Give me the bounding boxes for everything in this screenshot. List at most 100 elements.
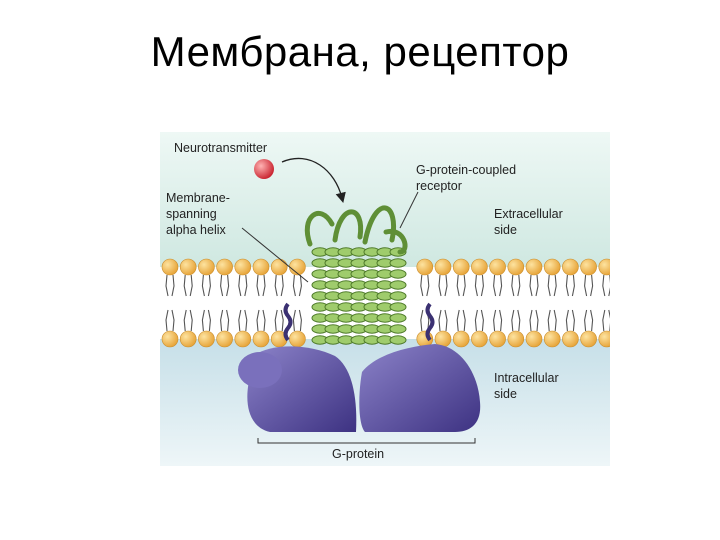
lipid-tail — [529, 274, 539, 297]
lipid-tail — [547, 274, 557, 297]
lipid-head — [525, 330, 543, 348]
lipid-head — [161, 258, 179, 276]
lipid-head — [471, 258, 488, 276]
lipid-heads — [161, 258, 610, 348]
lipid-tail — [565, 309, 575, 332]
lipid-tail — [238, 309, 248, 332]
lipid-head — [289, 258, 306, 276]
lipid-tail — [511, 309, 521, 332]
lipid-head — [489, 258, 506, 276]
lipid-head — [489, 330, 506, 348]
lipid-tail — [456, 309, 466, 332]
label-extracellular-line2: side — [494, 223, 517, 237]
helix-leader-line — [241, 227, 309, 283]
lipid-head — [580, 330, 597, 348]
label-helix-line2: spanning — [166, 207, 217, 221]
lipid-head — [434, 258, 452, 276]
receptor-helix-turn — [389, 280, 407, 290]
lipid-head — [198, 258, 215, 276]
receptor-diagram: Neurotransmitter G-protein-coupled recep… — [160, 132, 610, 466]
label-intracellular-line2: side — [494, 387, 517, 401]
receptor-diagram-svg: Neurotransmitter G-protein-coupled recep… — [160, 132, 610, 466]
neurotransmitter-arrow — [281, 157, 346, 204]
lipid-tail — [220, 309, 230, 332]
label-neurotransmitter: Neurotransmitter — [174, 141, 267, 155]
lipid-head — [543, 330, 561, 348]
lipid-tail — [201, 274, 211, 297]
lipid-tail — [274, 274, 284, 297]
lipid-tail — [274, 309, 284, 332]
lipid-tail — [438, 274, 448, 297]
receptor-leader-line — [399, 191, 419, 229]
lipid-head — [216, 330, 233, 348]
receptor-helix-turn — [389, 258, 407, 268]
g-protein-right-subunit — [359, 344, 481, 432]
gpcr-receptor — [304, 205, 408, 345]
lipid-tail — [474, 274, 484, 297]
receptor-helix-turn — [389, 302, 407, 312]
lipid-head — [216, 258, 233, 276]
receptor-helix-turn — [389, 335, 407, 345]
lipid-head — [471, 330, 488, 348]
lipid-anchor-right — [425, 302, 435, 342]
lipid-tail — [493, 274, 503, 297]
lipid-head — [289, 330, 306, 348]
lipid-tail — [456, 274, 466, 297]
lipid-tail — [511, 274, 521, 297]
lipid-head — [598, 330, 610, 348]
lipid-tail — [238, 274, 248, 297]
lipid-head — [562, 258, 579, 276]
lipid-head — [562, 330, 579, 348]
lipid-head — [198, 330, 215, 348]
lipid-head — [452, 330, 470, 348]
lipid-tail — [584, 309, 594, 332]
lipid-tail — [201, 309, 211, 332]
lipid-head — [416, 258, 434, 276]
lipid-tail — [292, 309, 302, 332]
lipid-tail — [602, 309, 610, 332]
label-helix-line3: alpha helix — [166, 223, 227, 237]
lipid-tail — [165, 309, 175, 332]
lipid-tail — [183, 309, 193, 332]
lipid-tail — [547, 309, 557, 332]
lipid-head — [179, 258, 197, 276]
lipid-tail — [292, 274, 302, 297]
label-receptor-line2: receptor — [416, 179, 462, 193]
lipid-head — [179, 330, 197, 348]
lipid-tail — [493, 309, 503, 332]
label-extracellular-line1: Extracellular — [494, 207, 563, 221]
lipid-tail — [438, 309, 448, 332]
receptor-loop — [304, 210, 335, 247]
receptor-helix-turn — [389, 291, 407, 301]
extracellular-region — [160, 132, 610, 267]
label-receptor-line1: G-protein-coupled — [416, 163, 516, 177]
lipid-head — [252, 330, 270, 348]
label-intracellular-line1: Intracellular — [494, 371, 559, 385]
lipid-tail — [256, 274, 266, 297]
lipid-head — [507, 258, 525, 276]
lipid-tails — [165, 274, 610, 332]
lipid-head — [525, 258, 543, 276]
lipid-head — [452, 258, 470, 276]
lipid-tail — [165, 274, 175, 297]
lipid-head — [270, 258, 288, 276]
receptor-loop — [383, 228, 408, 255]
lipid-tail — [220, 274, 230, 297]
lipid-head — [252, 258, 270, 276]
g-protein-small-subunit — [238, 352, 282, 388]
neurotransmitter-molecule — [254, 159, 274, 179]
lipid-anchor-left — [283, 302, 293, 342]
lipid-head — [161, 330, 179, 348]
lipid-tail — [474, 309, 484, 332]
lipid-head — [234, 330, 252, 348]
lipid-tail — [584, 274, 594, 297]
lipid-head — [598, 258, 610, 276]
lipid-tail — [529, 309, 539, 332]
receptor-helix-turn — [389, 313, 407, 323]
lipid-tail — [420, 274, 430, 297]
label-helix-line1: Membrane- — [166, 191, 230, 205]
receptor-helix-turn — [389, 269, 407, 279]
lipid-head — [543, 258, 561, 276]
lipid-tail — [602, 274, 610, 297]
lipid-tail — [256, 309, 266, 332]
